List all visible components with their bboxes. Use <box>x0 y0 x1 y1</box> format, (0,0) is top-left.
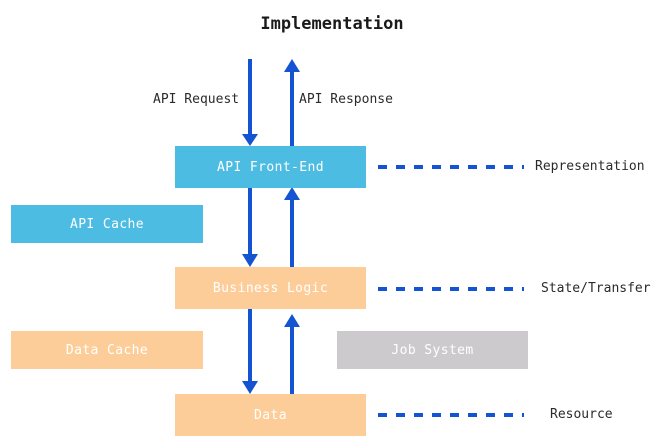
side-label-state-transfer: State/Transfer <box>541 281 651 296</box>
page-title: Implementation <box>260 14 404 34</box>
node-api-front-end-label: API Front-End <box>217 159 324 175</box>
arrow-business-to-data <box>242 309 258 394</box>
side-label-resource: Resource <box>550 407 613 422</box>
edge-label-api-request: API Request <box>153 92 240 107</box>
node-api-front-end[interactable]: API Front-End <box>175 146 366 188</box>
node-job-system-label: Job System <box>391 342 474 358</box>
node-business-logic[interactable]: Business Logic <box>175 267 366 309</box>
arrow-data-to-business <box>284 314 300 394</box>
node-api-cache-label: API Cache <box>69 216 145 232</box>
arrow-api-request <box>242 59 258 146</box>
side-label-representation: Representation <box>535 159 645 174</box>
edge-label-api-response: API Response <box>299 92 393 107</box>
arrow-api-response <box>284 59 300 146</box>
node-data[interactable]: Data <box>175 394 366 436</box>
node-api-cache[interactable]: API Cache <box>11 205 203 243</box>
node-data-cache-label: Data Cache <box>65 342 149 358</box>
node-data-cache[interactable]: Data Cache <box>11 331 203 369</box>
arrow-business-to-frontend <box>284 187 300 267</box>
node-data-label: Data <box>254 407 287 423</box>
node-business-logic-label: Business Logic <box>212 280 329 296</box>
arrow-frontend-to-business <box>242 188 258 267</box>
node-job-system[interactable]: Job System <box>337 331 528 369</box>
